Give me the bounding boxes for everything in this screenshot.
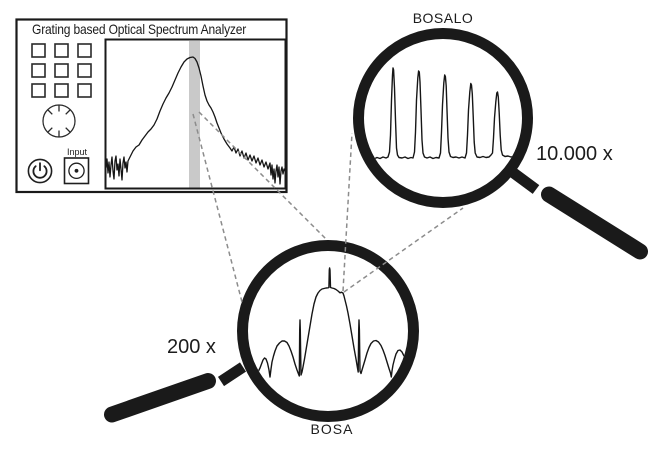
input-label: Input: [66, 147, 88, 157]
link-bosa-peak-to-bosalo-left: [342, 132, 353, 292]
input-connector: [63, 157, 90, 185]
keypad: [31, 43, 92, 98]
keypad-button: [77, 43, 92, 58]
bosa-magnifier: [104, 240, 419, 423]
bosalo-handle-grip: [541, 186, 648, 260]
zoom-links: [192, 111, 464, 303]
power-button: [27, 158, 53, 184]
osa-panel: [15, 18, 288, 194]
screen-highlight-band: [189, 41, 200, 188]
rotary-knob: [42, 104, 76, 138]
osa-screen: [104, 38, 287, 190]
keypad-button: [31, 63, 46, 78]
power-icon: [32, 162, 48, 179]
keypad-button: [54, 83, 69, 98]
bosa-handle-grip: [104, 373, 216, 423]
link-bosa-peak-to-bosalo-right: [343, 207, 464, 293]
bosalo-lens-ring: [353, 28, 533, 208]
bosa-magnification: 200 x: [167, 336, 216, 358]
bosa-label: BOSA: [310, 421, 354, 437]
link-band-to-bosa-left: [192, 113, 243, 303]
link-band-to-bosa-top: [198, 111, 327, 240]
bosa-trace: [248, 267, 408, 378]
bosa-lens-ring: [237, 240, 419, 422]
keypad-button: [77, 83, 92, 98]
keypad-button: [54, 63, 69, 78]
knob-ticks: [47, 105, 71, 137]
keypad-button: [31, 43, 46, 58]
keypad-button: [31, 83, 46, 98]
bosalo-magnification: 10.000 x: [536, 143, 613, 165]
bosalo-label: BOSALO: [412, 10, 474, 26]
bosalo-magnifier: [353, 28, 648, 260]
bosa-handle-connector: [217, 362, 247, 387]
screen-spectrum-trace: [105, 56, 286, 185]
keypad-button: [77, 63, 92, 78]
input-connector-pin: [74, 168, 79, 173]
bosalo-handle-connector: [507, 166, 540, 194]
device-title: Grating based Optical Spectrum Analyzer: [32, 21, 247, 37]
knob-ring: [42, 104, 76, 138]
keypad-button: [54, 43, 69, 58]
bosalo-trace: [367, 67, 515, 160]
